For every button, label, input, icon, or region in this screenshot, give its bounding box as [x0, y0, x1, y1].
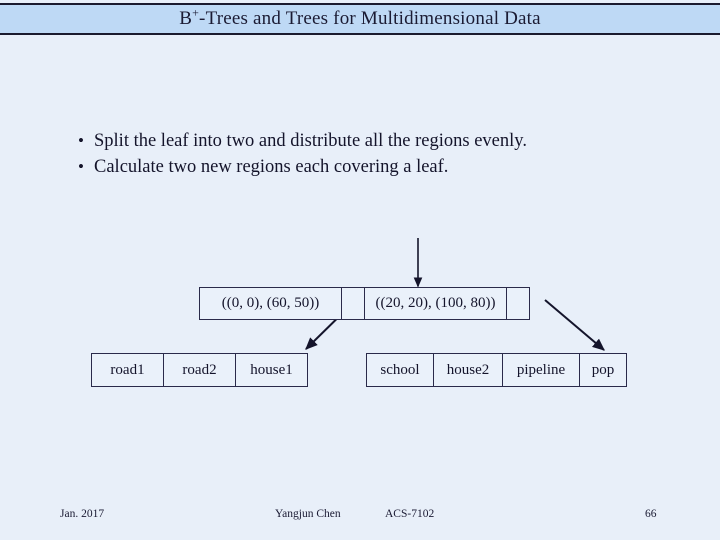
footer-author: Yangjun Chen: [275, 508, 341, 520]
bullet-item-2: • Calculate two new regions each coverin…: [78, 154, 698, 180]
internal-node-region-cell-2[interactable]: ((20, 20), (100, 80)): [364, 287, 507, 320]
bullet-item-1-text: Split the leaf into two and distribute a…: [94, 131, 527, 151]
title-remainder: -Trees and Trees for Multidimensional Da…: [199, 8, 541, 29]
internal-node-pointer-cell-2[interactable]: [506, 287, 530, 320]
footer-course-code: ACS-7102: [385, 508, 435, 520]
footer-date: Jan. 2017: [60, 508, 105, 520]
footer-page-number: 66: [645, 508, 657, 520]
internal-node-pointer-cell-1[interactable]: [341, 287, 365, 320]
bullet-list: • Split the leaf into two and distribute…: [78, 128, 698, 180]
leaf-cell-school[interactable]: school: [366, 353, 434, 387]
leaf-cell-pipeline[interactable]: pipeline: [502, 353, 580, 387]
leaf-node-left: road1 road2 house1: [91, 353, 308, 387]
slide-title-bar: B+-Trees and Trees for Multidimensional …: [0, 3, 720, 35]
bullet-marker-icon: •: [78, 157, 84, 176]
bullet-marker-icon: •: [78, 131, 84, 150]
leaf-node-right: school house2 pipeline pop: [366, 353, 627, 387]
bullet-item-1: • Split the leaf into two and distribute…: [78, 128, 698, 154]
internal-node-region-cell-1[interactable]: ((0, 0), (60, 50)): [199, 287, 342, 320]
title-superscript: +: [192, 5, 200, 20]
page-title: B+-Trees and Trees for Multidimensional …: [179, 5, 541, 30]
leaf-cell-road1[interactable]: road1: [91, 353, 164, 387]
internal-node: ((0, 0), (60, 50)) ((20, 20), (100, 80)): [199, 287, 530, 320]
pointer-arrow-to-leaf-2: [544, 299, 605, 351]
title-prefix: B: [179, 8, 193, 29]
leaf-cell-road2[interactable]: road2: [163, 353, 236, 387]
leaf-cell-house2[interactable]: house2: [433, 353, 503, 387]
leaf-cell-house1[interactable]: house1: [235, 353, 308, 387]
slide-footer: Jan. 2017 Yangjun Chen ACS-7102 66: [0, 508, 720, 530]
bullet-item-2-text: Calculate two new regions each covering …: [94, 157, 449, 177]
leaf-cell-pop[interactable]: pop: [579, 353, 627, 387]
